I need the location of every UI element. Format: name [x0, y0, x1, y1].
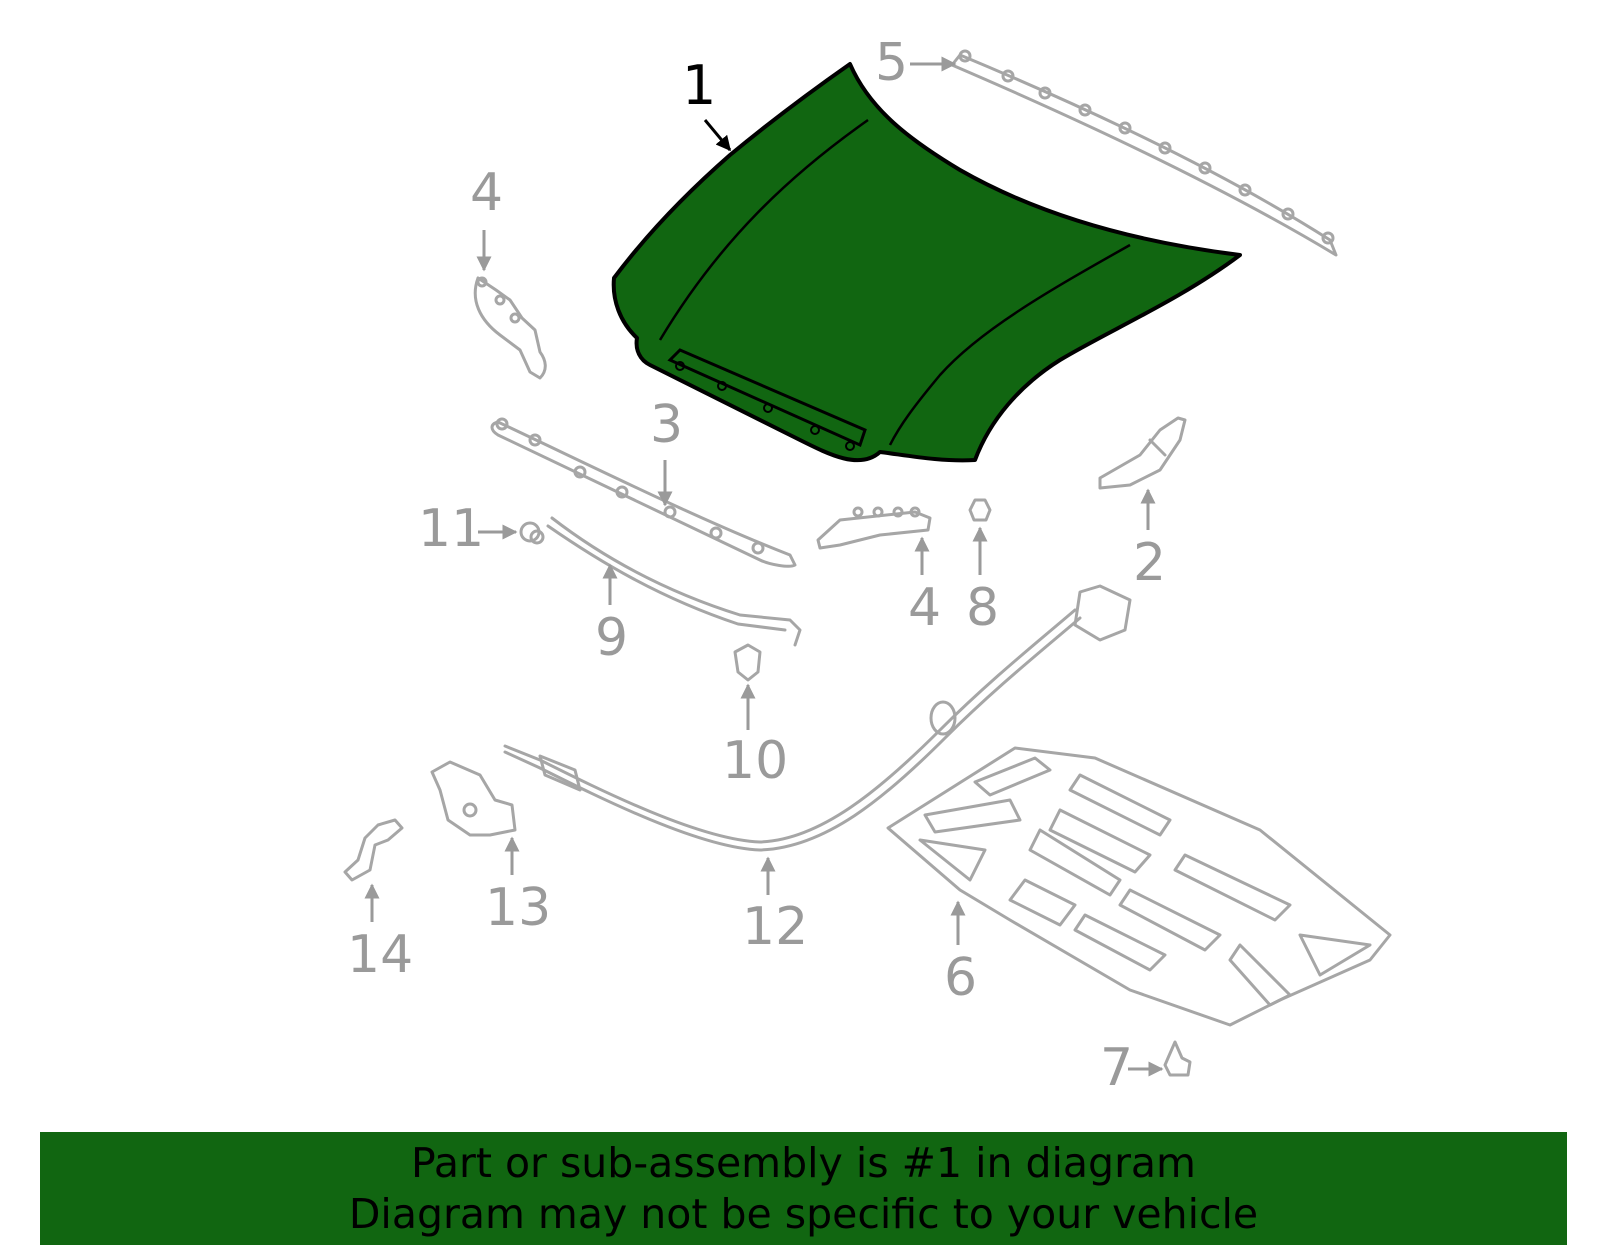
svg-text:3: 3	[650, 395, 683, 455]
latch-part-13[interactable]	[430, 760, 517, 837]
clip-part-10[interactable]	[733, 643, 762, 682]
svg-text:10: 10	[722, 731, 788, 791]
svg-text:14: 14	[347, 925, 413, 985]
svg-text:8: 8	[966, 578, 999, 638]
svg-text:5: 5	[875, 33, 908, 93]
callout-10: 10	[722, 683, 788, 791]
weatherstrip-part-5[interactable]	[950, 49, 1338, 257]
svg-text:9: 9	[595, 608, 628, 668]
release-cable-part-12[interactable]	[503, 584, 1132, 852]
callout-3: 3	[650, 395, 683, 507]
hinge-part-2-right[interactable]	[1098, 416, 1187, 490]
callout-14: 14	[347, 883, 413, 985]
banner-line-1: Part or sub-assembly is #1 in diagram	[411, 1139, 1196, 1187]
bumper-part-8[interactable]	[968, 498, 992, 522]
callout-5: 5	[875, 33, 957, 93]
callout-7: 7	[1100, 1038, 1164, 1098]
callout-13: 13	[485, 836, 551, 938]
svg-text:1: 1	[682, 54, 716, 117]
bracket-part-14[interactable]	[343, 818, 404, 882]
svg-text:2: 2	[1133, 533, 1166, 593]
info-banner: Part or sub-assembly is #1 in diagram Di…	[40, 1132, 1567, 1245]
grommet-part-11[interactable]	[519, 521, 545, 545]
svg-text:4: 4	[470, 163, 503, 223]
callout-11: 11	[418, 499, 518, 559]
hood-part-1[interactable]	[611, 62, 1242, 463]
svg-text:13: 13	[485, 878, 551, 938]
hinge-part-4-left[interactable]	[473, 276, 547, 380]
push-clip-part-7[interactable]	[1163, 1040, 1192, 1077]
callout-6: 6	[944, 900, 977, 1008]
svg-text:4: 4	[908, 578, 941, 638]
banner-line-2: Diagram may not be specific to your vehi…	[348, 1190, 1259, 1238]
callout-8: 8	[966, 526, 999, 638]
prop-rod-part-9[interactable]	[546, 516, 802, 647]
svg-text:12: 12	[742, 897, 808, 957]
seal-part-3[interactable]	[490, 417, 797, 568]
callout-2: 2	[1133, 488, 1166, 593]
callout-4-right: 4	[908, 536, 941, 638]
svg-text:6: 6	[944, 948, 977, 1008]
svg-text:7: 7	[1100, 1038, 1133, 1098]
hinge-part-4-right[interactable]	[816, 506, 932, 550]
callout-9: 9	[595, 563, 628, 668]
callout-12: 12	[742, 856, 808, 957]
callout-4-left: 4	[470, 163, 503, 272]
insulator-part-6[interactable]	[886, 746, 1392, 1027]
callout-1: 1	[682, 54, 732, 152]
svg-text:11: 11	[418, 499, 484, 559]
